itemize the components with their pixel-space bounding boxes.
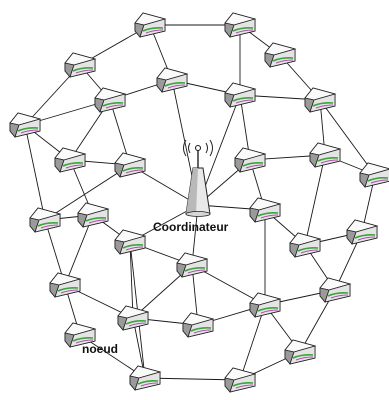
network-node-icon [114, 229, 146, 255]
network-node-icon [249, 197, 281, 223]
network-node-icon [129, 365, 161, 391]
network-node-icon [77, 202, 109, 228]
mesh-link [129, 241, 134, 319]
network-node-icon [319, 277, 351, 303]
node-label: noeud [82, 342, 118, 356]
network-node-icon [176, 252, 208, 278]
network-node-icon [249, 292, 281, 318]
coordinator-label: Coordinateur [153, 220, 229, 234]
network-node-icon [234, 147, 266, 173]
network-node-icon [289, 232, 321, 258]
mesh-link [44, 164, 131, 221]
network-node-icon [224, 82, 256, 108]
network-node-icon [117, 305, 149, 331]
network-node-icon [284, 339, 316, 365]
network-node-icon [94, 87, 126, 113]
network-node-icon [359, 162, 389, 188]
network-node-icon [156, 67, 188, 93]
mesh-link [24, 124, 46, 221]
network-node-icon [134, 12, 166, 38]
network-node-icon [49, 272, 81, 298]
network-node-icon [346, 219, 378, 245]
network-node-icon [114, 152, 146, 178]
antenna-tower-icon [183, 139, 213, 217]
mesh-link [304, 154, 326, 246]
network-node-icon [182, 312, 214, 338]
mesh-link [64, 214, 94, 286]
network-node-icon [224, 367, 256, 393]
network-node-icon [309, 142, 341, 168]
coordinator: Coordinateur [153, 139, 229, 234]
mesh-link [319, 99, 376, 176]
mesh-link [239, 304, 266, 381]
mesh-link [144, 377, 241, 381]
network-node-icon [64, 52, 96, 78]
network-node-icon [304, 87, 336, 113]
network-node-icon [29, 207, 61, 233]
